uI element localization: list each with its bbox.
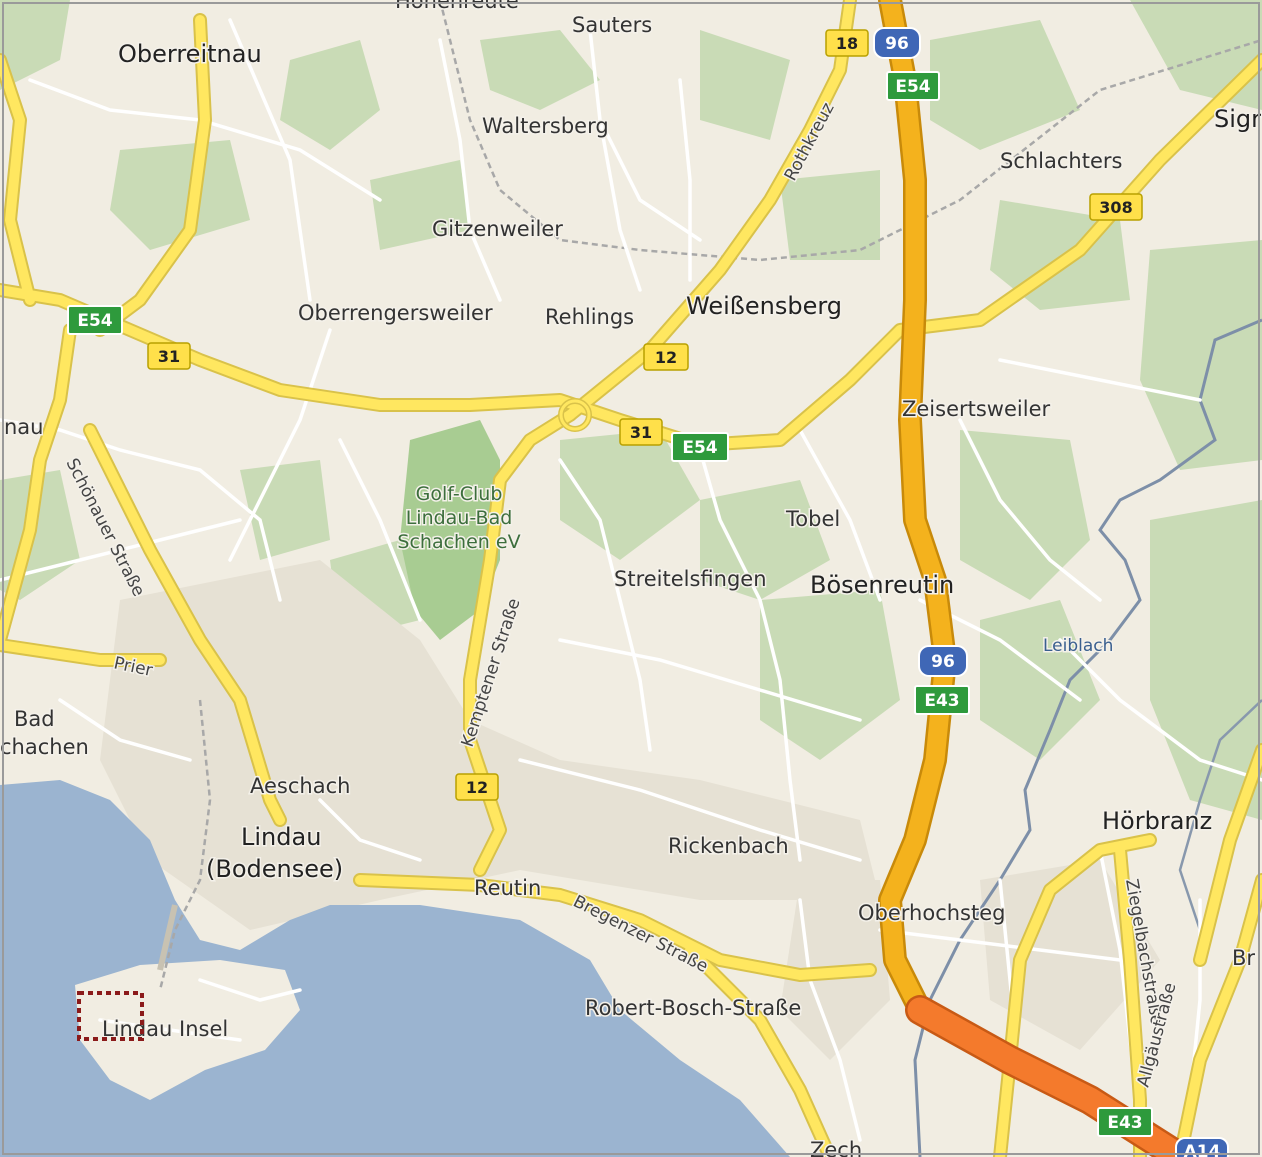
causeway bbox=[157, 904, 178, 971]
shield-r308: 308 bbox=[1089, 193, 1143, 221]
shield-e43-mid-label: E43 bbox=[924, 691, 959, 711]
shield-a96-top-label: 96 bbox=[885, 34, 909, 54]
shield-e43-bottom-label: E43 bbox=[1107, 1113, 1142, 1133]
label-bodensee: (Bodensee) bbox=[206, 855, 343, 883]
shield-e43-mid: E43 bbox=[914, 685, 970, 715]
label-rehlings: Rehlings bbox=[545, 305, 634, 329]
shield-r12-bottom-label: 12 bbox=[466, 778, 488, 797]
highlight-marker[interactable] bbox=[77, 991, 144, 1041]
shield-r18: 18 bbox=[825, 29, 869, 57]
shield-a96-top: 96 bbox=[873, 27, 921, 59]
label-streitelsfingen: Streitelsfingen bbox=[614, 567, 767, 591]
label-leiblach: Leiblach bbox=[1043, 636, 1113, 656]
label-reutin: Reutin bbox=[474, 876, 541, 900]
shield-r12-bottom: 12 bbox=[455, 773, 499, 801]
shield-e54-top: E54 bbox=[886, 71, 940, 101]
shield-r12-top-label: 12 bbox=[655, 348, 677, 367]
label-aeschach: Aeschach bbox=[250, 774, 350, 798]
shield-r308-label: 308 bbox=[1099, 198, 1132, 217]
golf-club-line1: Golf-Club bbox=[416, 483, 503, 505]
label-zeisertsweiler: Zeisertsweiler bbox=[902, 397, 1050, 421]
label-weissensberg: Weißensberg bbox=[686, 292, 842, 320]
label-lindau: Lindau bbox=[241, 823, 321, 851]
river-second bbox=[1178, 699, 1262, 931]
shield-e54-mid-label: E54 bbox=[682, 438, 717, 458]
shield-r31-mid: 31 bbox=[619, 418, 663, 446]
label-hohenreute: Hohenreute bbox=[395, 0, 519, 13]
label-nau: nau bbox=[4, 415, 44, 439]
shield-r31-mid-label: 31 bbox=[630, 423, 652, 442]
label-hoerbranz: Hörbranz bbox=[1102, 807, 1212, 835]
label-rickenbach: Rickenbach bbox=[668, 834, 789, 858]
shield-r18-label: 18 bbox=[836, 34, 858, 53]
label-schachen: chachen bbox=[0, 735, 89, 759]
label-tobel: Tobel bbox=[785, 507, 840, 531]
label-bad: Bad bbox=[14, 707, 55, 731]
label-bregenz: Br bbox=[1232, 946, 1255, 970]
shield-e43-bottom: E43 bbox=[1097, 1107, 1153, 1137]
label-oberrengersweiler: Oberrengersweiler bbox=[298, 301, 493, 325]
golf-club-line2: Lindau-Bad bbox=[406, 507, 513, 529]
golf-course-area bbox=[400, 420, 500, 640]
shield-r31-left: 31 bbox=[147, 342, 191, 370]
shield-r12-top: 12 bbox=[643, 343, 689, 371]
label-boesenreutin: Bösenreutin bbox=[810, 571, 954, 599]
shield-a96-mid-label: 96 bbox=[931, 652, 955, 672]
label-waltersberg: Waltersberg bbox=[482, 114, 609, 138]
label-gitzenweiler: Gitzenweiler bbox=[432, 217, 563, 241]
railways bbox=[158, 0, 1262, 991]
label-sauters: Sauters bbox=[572, 13, 652, 37]
forest-areas bbox=[0, 0, 1262, 820]
shield-e54-mid: E54 bbox=[671, 432, 729, 462]
golf-club-label: Golf-Club Lindau-Bad Schachen eV bbox=[396, 482, 522, 555]
label-robert-bosch: Robert-Bosch-Straße bbox=[585, 996, 801, 1020]
label-oberreitnau: Oberreitnau bbox=[118, 40, 262, 68]
golf-club-line3: Schachen eV bbox=[397, 531, 520, 553]
shield-e54-left: E54 bbox=[67, 305, 123, 335]
shield-e54-left-label: E54 bbox=[77, 311, 112, 331]
label-schlachters: Schlachters bbox=[1000, 149, 1122, 173]
shield-e54-top-label: E54 bbox=[895, 77, 930, 97]
shield-r31-left-label: 31 bbox=[158, 347, 180, 366]
shield-a96-mid: 96 bbox=[918, 645, 968, 677]
label-oberhochsteg: Oberhochsteg bbox=[858, 901, 1005, 925]
label-zech: Zech bbox=[810, 1138, 862, 1157]
label-sigmarszell: Sigr bbox=[1214, 105, 1261, 133]
